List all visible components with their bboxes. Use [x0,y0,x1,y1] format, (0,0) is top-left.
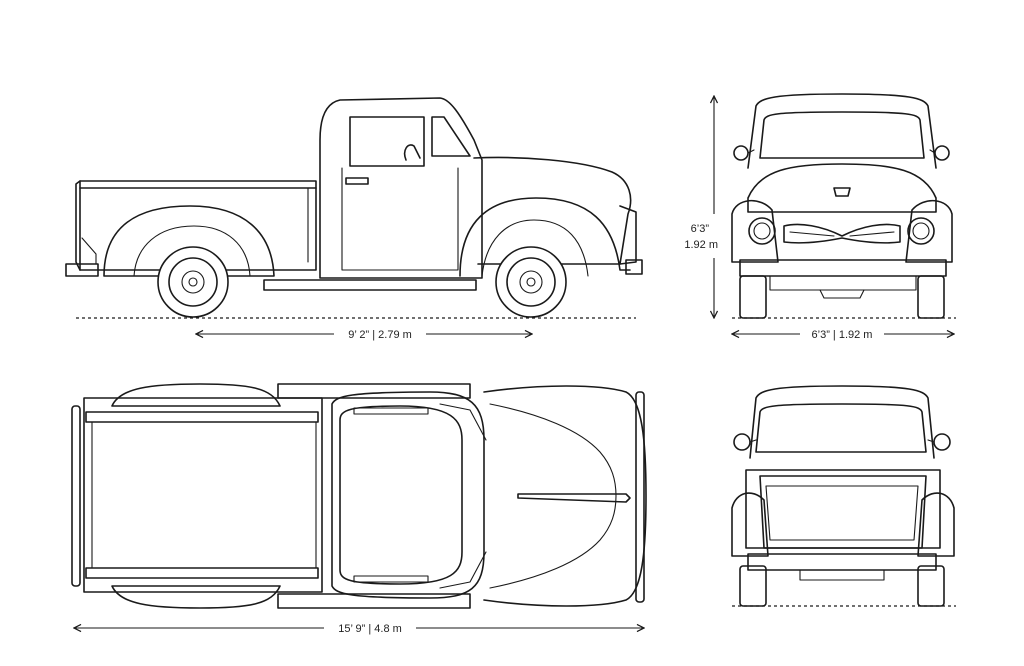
rear-right-tyre [917,565,945,607]
front-hood [747,163,937,213]
front-left-tyre [739,275,767,319]
top-view: 15’ 9” | 4.8 m [71,383,647,635]
rear-window [755,403,927,453]
side-rear-wheel [157,246,229,318]
side-view: 9’ 2” | 2.79 m [65,97,643,341]
side-door-handle [345,177,369,185]
height-label-metric: 1.92 m [684,239,718,251]
side-door [341,167,459,271]
side-front-fender [459,197,631,277]
rear-view [731,385,956,607]
front-view: 6’3” 1.92 m [684,93,956,341]
front-bumper [739,259,947,277]
side-bed [79,180,317,271]
rear-bumper [747,553,937,571]
rear-cab [749,385,935,459]
front-left-fender [731,199,779,263]
front-right-mirror [929,145,950,161]
wheelbase-label: 9’ 2” | 2.79 m [348,329,412,341]
front-cab [747,93,937,169]
top-left-running-board [277,383,471,399]
front-grille [783,223,901,244]
rear-tailgate [759,475,927,549]
side-door-window [349,116,425,167]
side-front-bumper [625,259,643,275]
side-running-board [263,279,477,291]
top-rear-bumper [71,405,81,587]
top-roof [339,405,463,585]
rear-left-tyre [739,565,767,607]
front-left-headlight [748,217,776,245]
side-mirror [403,144,421,161]
front-left-mirror [733,145,755,161]
side-windshield [431,116,471,157]
length-label: 15’ 9” | 4.8 m [338,623,402,635]
top-hood-ornament [517,493,631,503]
top-right-running-board [277,593,471,609]
top-cab [331,391,485,599]
top-front-bumper [635,391,645,603]
side-cab [319,97,483,279]
top-hood [483,385,647,607]
top-bed-floor [91,421,317,569]
rear-right-fender [917,492,955,557]
top-rear-left-fender [111,383,281,407]
rear-left-fender [731,492,769,557]
top-rear-right-fender [111,585,281,609]
height-label-imperial: 6’3” [691,223,710,235]
width-label: 6’3” | 1.92 m [812,329,873,341]
rear-left-mirror [733,433,757,451]
front-windshield [759,111,925,159]
side-grille-edge [619,205,637,265]
side-hood [473,156,632,265]
side-rear-bumper [65,263,99,277]
front-right-tyre [917,275,945,319]
side-rear-fender [103,205,275,277]
front-hood-ornament [833,187,851,197]
rear-right-mirror [927,433,951,451]
front-right-headlight [907,217,935,245]
top-bed [83,397,323,593]
front-right-fender [905,199,953,263]
side-front-wheel [495,246,567,318]
